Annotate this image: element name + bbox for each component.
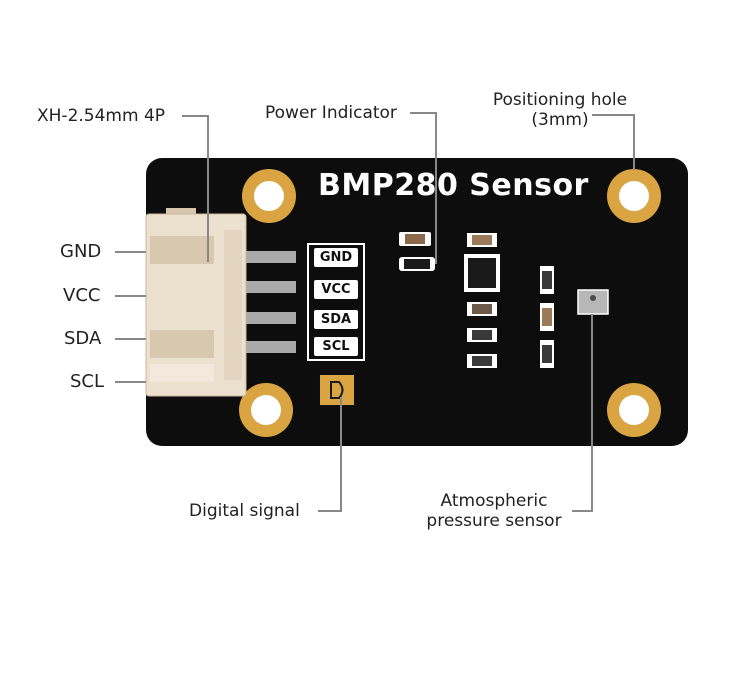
xh-connector bbox=[145, 208, 247, 397]
pressure-sensor-leader-line bbox=[572, 314, 593, 512]
pin-label-scl: SCL bbox=[70, 371, 105, 392]
pin-label-gnd: GND bbox=[60, 241, 102, 262]
power-indicator-label: Power Indicator bbox=[265, 103, 397, 123]
digital-signal-label: Digital signal bbox=[189, 501, 300, 521]
connector-label: XH-2.54mm 4P bbox=[37, 106, 166, 126]
pin-label-vcc: VCC bbox=[63, 285, 101, 306]
leader-lines bbox=[115, 112, 635, 512]
mounting-hole-top-right bbox=[607, 169, 661, 223]
positioning-hole-label-line2: (3mm) bbox=[531, 110, 589, 130]
power-indicator-led bbox=[399, 232, 435, 271]
silk-label-scl: SCL bbox=[314, 337, 358, 356]
pressure-sensor-label-line2: pressure sensor bbox=[426, 511, 562, 531]
mounting-hole-top-left bbox=[242, 169, 296, 223]
pressure-sensor-label-line1: Atmospheric bbox=[440, 491, 548, 511]
bmp280-chip bbox=[577, 289, 609, 315]
silk-label-gnd: GND bbox=[314, 248, 358, 267]
digital-signal-pad bbox=[320, 375, 354, 405]
power-indicator-leader-line bbox=[410, 112, 437, 264]
pressure-sensor-label: Atmospheric pressure sensor bbox=[412, 491, 576, 531]
pin-label-sda: SDA bbox=[64, 328, 102, 349]
silk-label-frame bbox=[307, 243, 365, 361]
positioning-hole-label: Positioning hole (3mm) bbox=[480, 90, 640, 130]
positioning-hole-label-line1: Positioning hole bbox=[492, 90, 628, 110]
board-title: BMP280 Sensor bbox=[318, 168, 589, 203]
digital-signal-leader-line bbox=[318, 397, 342, 512]
pcb-board bbox=[146, 158, 688, 446]
connector-leader-line bbox=[182, 115, 209, 262]
positioning-hole-leader-line bbox=[592, 114, 635, 170]
mounting-hole-bottom-right bbox=[607, 383, 661, 437]
connector-pin-leads bbox=[242, 251, 296, 353]
silk-label-sda: SDA bbox=[314, 310, 358, 329]
smd-components bbox=[464, 233, 554, 368]
mounting-hole-bottom-left bbox=[239, 383, 293, 437]
silk-label-vcc: VCC bbox=[314, 280, 358, 299]
